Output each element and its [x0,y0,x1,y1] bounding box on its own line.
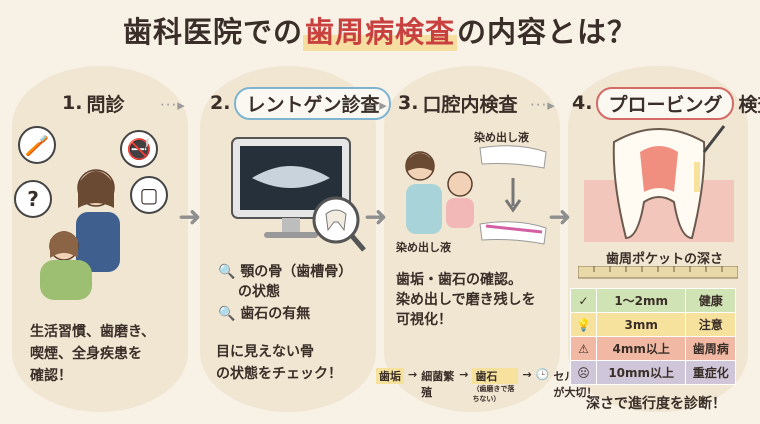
step2-label: レントゲン診査 [234,86,392,120]
step4-label: プロービング [596,86,735,120]
title-part1: 歯科医院での [122,15,303,49]
row-status-icon: ✓ [570,288,597,313]
dots-1: ···▸ [160,96,186,114]
row-status: 重症化 [685,360,736,385]
question-bubble-icon: ? [14,180,52,218]
step3-number: 3. [398,92,419,114]
step1-number: 1. [62,92,83,114]
step3-description-line1: 歯垢・歯石の確認。 [396,272,522,288]
pocket-table-row: ⚠4mm以上歯周病 [570,336,736,361]
step4-description: 深さで進行度を診断！ [586,396,726,412]
oral-exam-illustration-icon [405,145,547,245]
step1-description-line1: 生活習慣、歯磨き、 [30,324,156,340]
row-status-icon: ⚠ [570,336,597,361]
magnifier-icon: 🔍 [218,264,236,280]
arrow-2-icon: ➜ [364,200,388,233]
row-status: 注意 [685,312,736,337]
step1-description-line2: 喫煙、全身疾患を [30,346,142,362]
step2-check-line2: の状態 [238,284,280,300]
clock-icon: 🕒 [535,368,550,381]
step3-description-line2: 染め出しで磨き残しを [396,292,536,308]
step2-number: 2. [210,92,231,114]
flow-bacteria: 細菌繁殖 [421,370,455,399]
toothbrush-bubble-icon: 🪥 [18,126,56,164]
step3-header: 3. 口腔内検査 [398,88,517,118]
title-part2: の内容とは？ [457,15,638,49]
ruler-icon [578,266,738,279]
row-status: 歯周病 [685,336,736,361]
step2-check-line3: 🔍 歯石の有無 [218,304,310,324]
step2-check-line1: 🔍 顎の骨（歯槽骨） [218,262,352,282]
arrow-3-icon: ➜ [548,200,572,233]
step3-label: 口腔内検査 [422,93,518,116]
flow-tartar-group: 歯石 （歯磨きで落ちない） [472,368,519,404]
row-depth: 10mm以上 [595,360,687,385]
step2-check-1: 顎の骨（歯槽骨） [240,264,353,280]
step4-number: 4. [572,92,593,114]
row-status: 健康 [685,288,736,313]
step2-header: 2. レントゲン診査 [210,86,392,120]
step2-description-line1: 目に見えない骨 [216,344,314,360]
flow-arrow-icon: → [522,368,532,381]
row-depth: 4mm以上 [595,336,687,361]
flow-arrow-icon: → [408,368,418,381]
dots-3: ···▸ [530,96,556,114]
step2-check-3: 歯石の有無 [240,306,311,322]
pocket-table-row: ☹10mm以上重症化 [570,360,736,385]
page-title: 歯科医院での 歯周病検査 の内容とは？ [0,8,760,52]
stain-label-bottom: 染め出し液 [396,241,451,254]
no-smoking-bubble-icon: 🚭 [120,130,158,168]
xray-monitor-icon [231,137,366,252]
magnifier-icon: 🔍 [218,306,236,322]
flow-tartar-note: （歯磨きで落ちない） [472,385,515,403]
doctor-patient-illustration-icon [40,169,120,300]
cube-bubble-icon: ▢ [130,176,168,214]
stain-label-top: 染め出し液 [474,131,529,144]
tooth-probing-illustration-icon [584,125,734,242]
step2-description-line2: の状態をチェック！ [216,366,342,382]
row-status-icon: ☹ [570,360,597,385]
step1-label: 問診 [86,93,125,116]
pocket-depth-label: 歯周ポケットの深さ [606,252,724,267]
step3-description-line3: 可視化！ [396,312,452,328]
step4-label-suffix: 検査 [738,93,760,116]
row-depth: 3mm [595,312,687,337]
title-highlight: 歯周病検査 [302,9,457,51]
flow-arrow-icon: → [459,368,469,381]
row-status-icon: 💡 [570,312,597,337]
arrow-1-icon: ➜ [178,200,202,233]
step1-description-line3: 確認！ [30,368,72,384]
flow-plaque: 歯垢 [376,368,404,384]
step1-header: 1. 問診 [62,88,124,118]
row-depth: 1〜2mm [595,288,687,313]
step4-header: 4. プロービング 検査 [572,86,760,120]
flow-tartar: 歯石 [472,368,519,384]
dots-2: ···▸ [362,96,388,114]
